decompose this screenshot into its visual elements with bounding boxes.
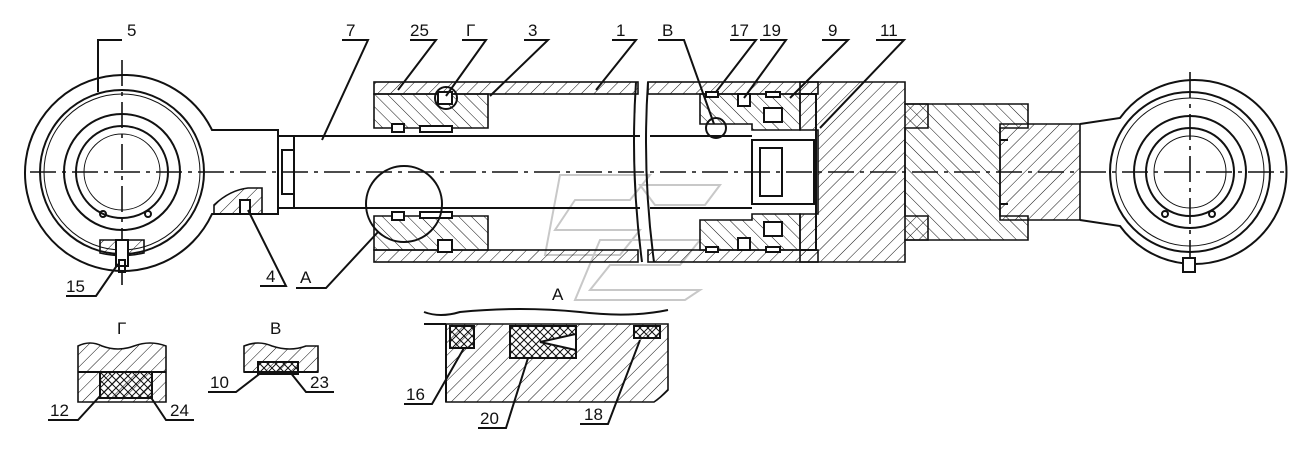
detail-a-title: А — [552, 285, 564, 304]
callout-a: А — [300, 268, 312, 287]
callout-3: 3 — [528, 21, 537, 40]
piston — [699, 91, 815, 253]
detail-v-label-23: 23 — [310, 373, 329, 392]
detail-a: А 16 20 18 — [404, 285, 669, 429]
left-rod-eye — [24, 60, 295, 285]
detail-a-label-18: 18 — [584, 405, 603, 424]
leader-lines — [66, 39, 907, 297]
callout-v: В — [662, 21, 673, 40]
callout-g: Г — [466, 21, 475, 40]
callout-7: 7 — [346, 21, 355, 40]
callout-4: 4 — [266, 267, 275, 286]
piston-rod — [294, 135, 752, 209]
detail-g: Г 12 24 — [48, 319, 194, 421]
watermark-logo — [543, 174, 722, 301]
detail-g-label-12: 12 — [50, 401, 69, 420]
callout-11: 11 — [880, 21, 898, 40]
callout-17: 17 — [730, 21, 749, 40]
detail-a-circle — [365, 165, 443, 243]
callout-5: 5 — [127, 21, 136, 40]
callout-19: 19 — [762, 21, 781, 40]
right-end-lug — [904, 72, 1288, 273]
detail-v-title: В — [270, 319, 281, 338]
detail-a-label-20: 20 — [480, 409, 499, 428]
detail-g-label-24: 24 — [170, 401, 189, 420]
detail-a-label-16: 16 — [406, 385, 425, 404]
detail-v-label-10: 10 — [210, 373, 229, 392]
callout-1: 1 — [616, 21, 625, 40]
callout-15: 15 — [66, 277, 85, 296]
callout-9: 9 — [828, 21, 837, 40]
callout-25: 25 — [410, 21, 429, 40]
rod-guide-bushing — [373, 86, 489, 253]
detail-v: В 10 23 — [208, 319, 334, 393]
detail-g-title: Г — [117, 319, 126, 338]
